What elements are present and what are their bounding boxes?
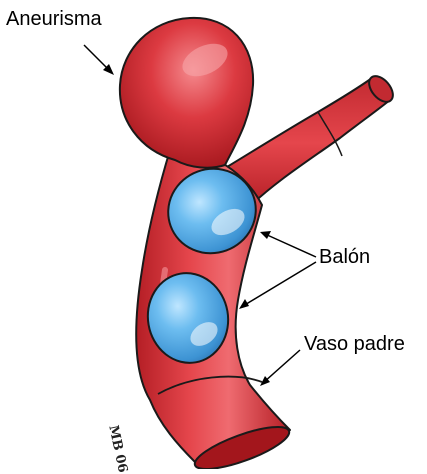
balloon-leader-lower — [239, 262, 316, 309]
aneurysm-leader — [84, 45, 114, 75]
parent-vessel-label: Vaso padre — [304, 334, 405, 354]
balloon-leader-upper — [260, 231, 316, 257]
balloon-label: Balón — [319, 247, 370, 267]
aneurysm-label: Aneurisma — [6, 9, 102, 29]
parent-vessel-leader — [260, 350, 300, 386]
aneurysm-sac — [120, 18, 253, 168]
